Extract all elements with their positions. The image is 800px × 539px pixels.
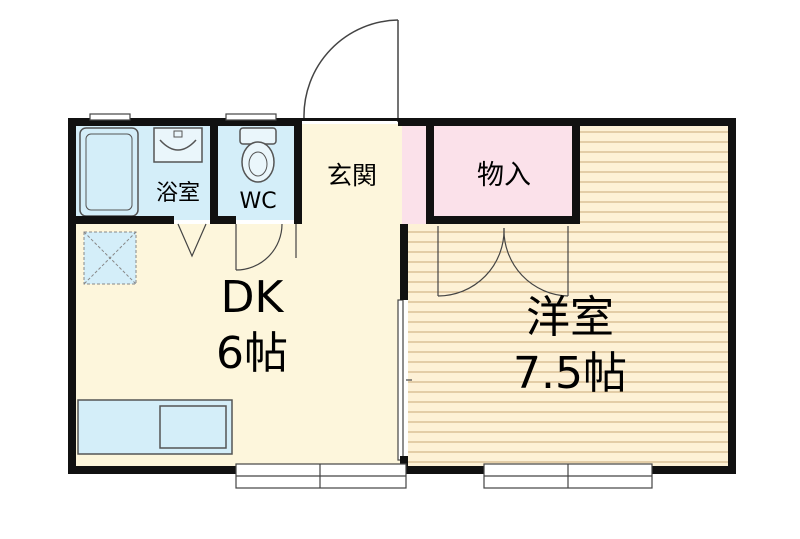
entrance-door — [303, 19, 399, 122]
bathtub — [79, 127, 139, 217]
window-dk — [235, 463, 407, 489]
bath-door — [177, 223, 207, 258]
wc-door — [235, 223, 297, 271]
western-room-floor — [408, 224, 730, 466]
western-room-label: 洋室 — [526, 292, 614, 343]
window-western — [483, 463, 653, 489]
dk-size-label: 6帖 — [216, 328, 288, 379]
dk-label: DK — [221, 272, 285, 323]
wc-label: WC — [239, 189, 276, 214]
storage-label: 物入 — [477, 160, 531, 191]
storage-doors — [437, 226, 569, 297]
window-wc — [225, 113, 277, 121]
refrigerator-space — [83, 231, 137, 285]
walls — [68, 118, 736, 474]
washbasin-icon — [153, 127, 203, 163]
entrance-floor — [300, 124, 402, 224]
toilet-icon — [239, 127, 277, 183]
window-bath — [89, 113, 131, 121]
kitchen-counter — [77, 399, 233, 455]
bath-label: 浴室 — [156, 181, 200, 206]
western-room-size-label: 7.5帖 — [513, 348, 627, 399]
entrance-label: 玄関 — [327, 161, 377, 190]
storage-floor — [432, 124, 572, 220]
bathtub-inner — [85, 133, 133, 211]
western-room-floor-top — [578, 124, 730, 224]
entrance-step — [402, 124, 426, 224]
